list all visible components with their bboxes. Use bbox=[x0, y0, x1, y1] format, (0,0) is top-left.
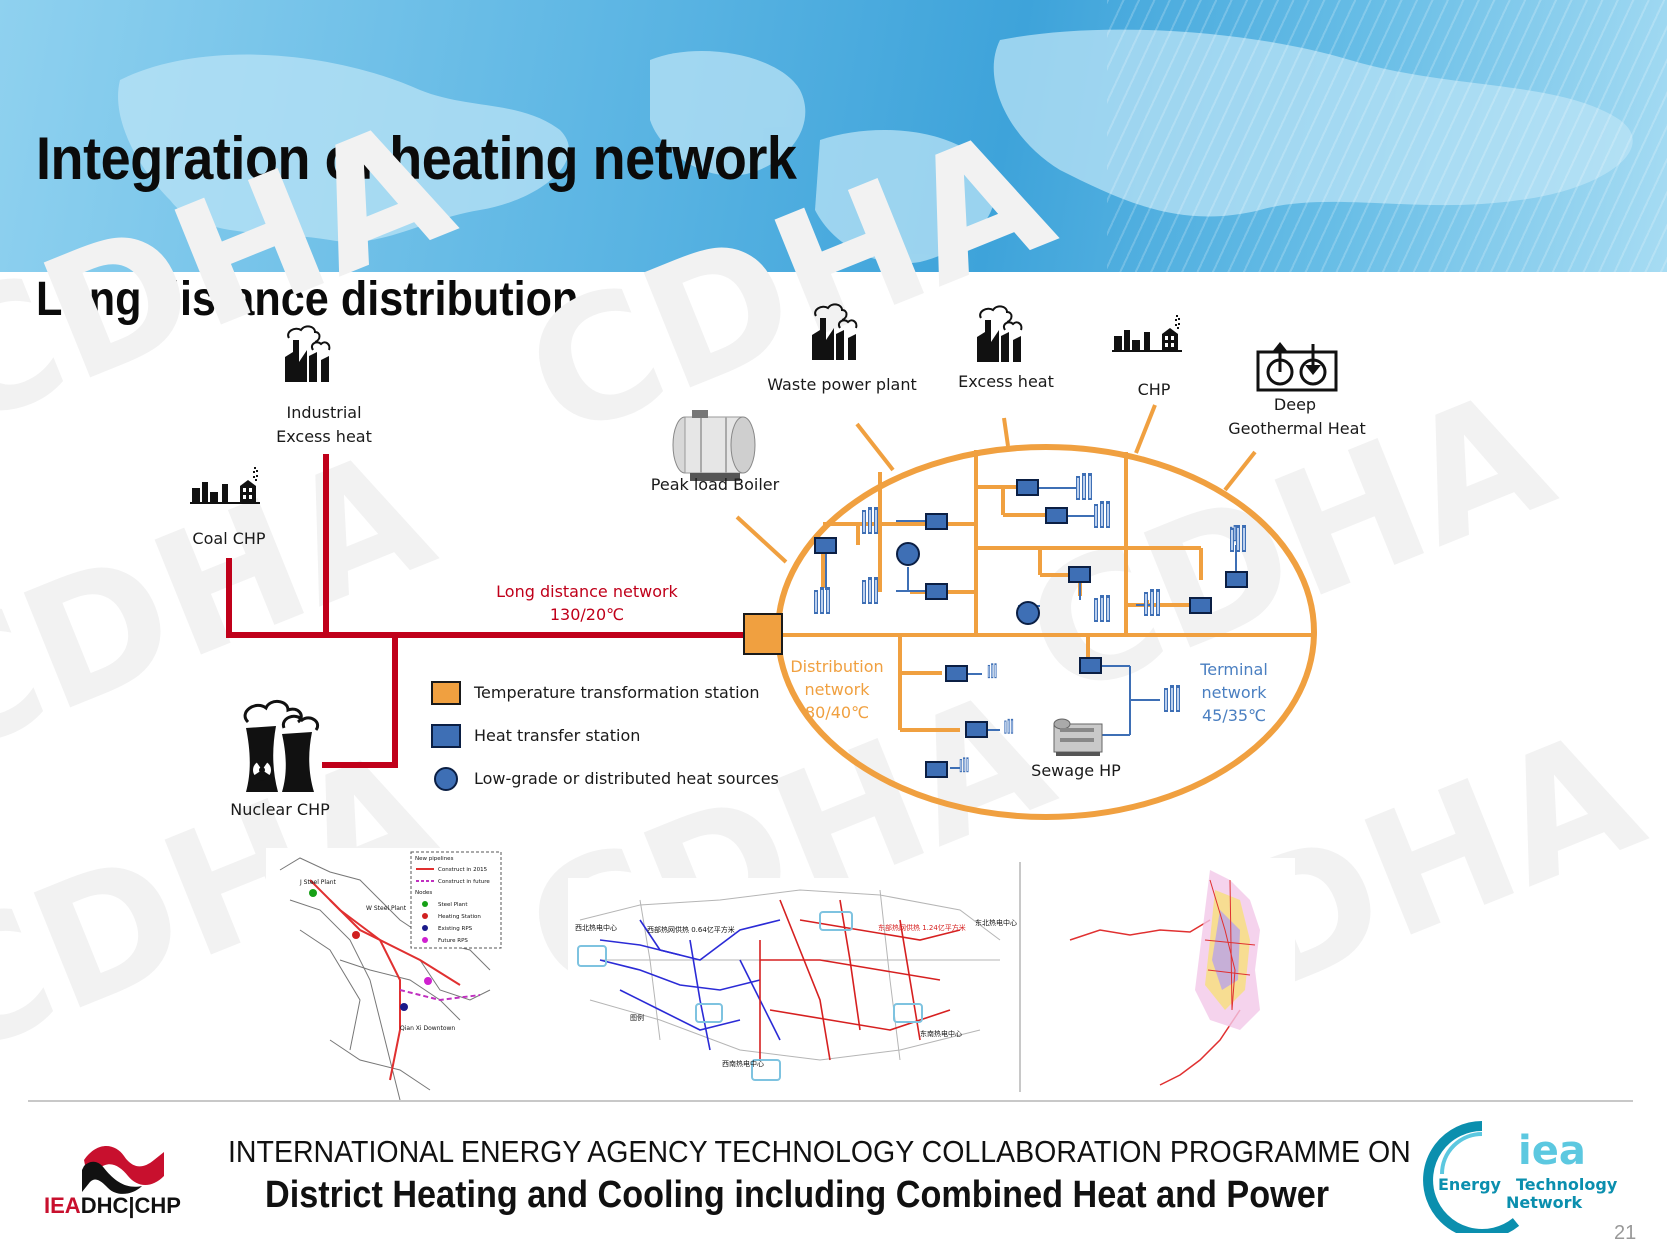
heat-transfer-station bbox=[1225, 571, 1248, 588]
geothermal-heat-label: Geothermal Heat bbox=[1228, 419, 1365, 438]
map2-label: 西北热电中心 bbox=[575, 923, 617, 932]
nuclear-chp-label: Nuclear CHP bbox=[230, 800, 330, 819]
map1-place-label: Qian Xi Downtown bbox=[400, 1025, 455, 1032]
iea-logo-name: iea bbox=[1518, 1128, 1586, 1174]
chp-label: CHP bbox=[1138, 380, 1171, 399]
terminal-label: Terminal bbox=[1199, 660, 1268, 679]
legend-label-heat-transfer: Heat transfer station bbox=[474, 726, 640, 745]
peak-load-boiler-icon bbox=[672, 410, 756, 481]
iea-dhc-chp-logo-icon bbox=[82, 1146, 164, 1194]
legend-label-low-grade: Low-grade or distributed heat sources bbox=[474, 769, 779, 788]
map-thumbnail-2: 西部热网供热 0.64亿平方米 东部热网供热 1.24亿平方米 西北热电中心 东… bbox=[568, 878, 1017, 1086]
heat-transfer-station bbox=[1016, 479, 1039, 496]
heat-transfer-station bbox=[1068, 566, 1091, 583]
excess-heat-label: Excess heat bbox=[276, 427, 372, 446]
footer-programme-subtitle: District Heating and Cooling including C… bbox=[265, 1174, 1330, 1216]
map1-nodes-title: Nodes bbox=[415, 890, 432, 896]
heat-transfer-station bbox=[1045, 507, 1068, 524]
heat-transfer-station bbox=[945, 665, 968, 682]
map2-label: 东北热电中心 bbox=[975, 918, 1017, 927]
legend-orange-square bbox=[431, 681, 461, 705]
sewage-hp-icon bbox=[1053, 718, 1103, 756]
map1-legend-item: Construct in 2015 bbox=[438, 867, 488, 873]
heat-transfer-station bbox=[965, 721, 988, 738]
map-thumbnail-1: J Steel Plant W Steel Plant Qian Xi Down… bbox=[266, 848, 504, 1106]
source-connectors bbox=[735, 404, 1257, 564]
footer-divider bbox=[28, 1100, 1633, 1102]
deep-geothermal-icon bbox=[1256, 342, 1338, 392]
map1-place-label: J Steel Plant bbox=[299, 879, 337, 886]
long-distance-pipeline bbox=[226, 454, 748, 768]
page-number: 21 bbox=[1614, 1222, 1637, 1244]
logo-iea-red: IEA bbox=[44, 1193, 81, 1218]
iea-logo-technology: Technology bbox=[1516, 1175, 1618, 1194]
map-node bbox=[309, 889, 317, 897]
header-banner bbox=[0, 0, 1667, 272]
legend-blue-circle bbox=[434, 767, 458, 791]
temperature-transformation-station bbox=[743, 613, 783, 655]
slide-subtitle: Long distance distribution bbox=[36, 273, 579, 326]
footer-programme-title: INTERNATIONAL ENERGY AGENCY TECHNOLOGY C… bbox=[228, 1134, 1411, 1169]
waste-power-plant-label: Waste power plant bbox=[767, 375, 917, 394]
world-map-background bbox=[118, 29, 1633, 264]
nuclear-chp-icon bbox=[243, 700, 319, 792]
network-label: network bbox=[805, 680, 871, 699]
heat-transfer-station bbox=[925, 583, 948, 600]
long-distance-temperature: 130/20℃ bbox=[550, 605, 624, 624]
map2-label: 图例 bbox=[630, 1013, 644, 1022]
diagram-legend: Temperature transformation station Heat … bbox=[431, 681, 779, 791]
header-stripes bbox=[1107, 0, 1667, 272]
map2-label: 西南热电中心 bbox=[722, 1059, 764, 1068]
heat-transfer-station bbox=[1189, 597, 1212, 614]
heat-transfer-station bbox=[1079, 657, 1102, 674]
map-node bbox=[424, 977, 432, 985]
map1-place-label: W Steel Plant bbox=[366, 905, 407, 912]
iea-logo-network: Network bbox=[1506, 1193, 1583, 1212]
legend-label-temperature-station: Temperature transformation station bbox=[473, 683, 759, 702]
map2-label: 东南热电中心 bbox=[920, 1029, 962, 1038]
diagram-labels: Industrial Excess heat Coal CHP Nuclear … bbox=[192, 372, 1365, 819]
heat-transfer-station bbox=[925, 761, 948, 778]
legend-blue-square bbox=[431, 724, 461, 748]
coal-chp-label: Coal CHP bbox=[192, 529, 266, 548]
map1-legend-title: New pipelines bbox=[415, 856, 454, 862]
terminal-temperature: 45/35℃ bbox=[1202, 706, 1266, 725]
distribution-temperature: 80/40℃ bbox=[805, 703, 869, 722]
map1-node-item: Steel Plant bbox=[438, 902, 468, 908]
low-grade-heat-sources bbox=[896, 542, 1040, 625]
low-grade-heat-source bbox=[896, 542, 920, 566]
map1-legend-item: Construct in future bbox=[438, 879, 490, 885]
map1-node-item: Existing RPS bbox=[438, 926, 473, 932]
excess-heat-source-label: Excess heat bbox=[958, 372, 1054, 391]
map2-label: 西部热网供热 0.64亿平方米 bbox=[647, 925, 735, 934]
map-thumbnail-3 bbox=[1055, 858, 1295, 1096]
map1-node-item: Future RPS bbox=[438, 938, 468, 944]
logo-dhc-chp: DHC|CHP bbox=[80, 1193, 181, 1218]
peak-load-boiler-label: Peak load Boiler bbox=[651, 475, 780, 494]
map-node bbox=[352, 931, 360, 939]
iea-dhc-chp-logo-text: IEADHC|CHP bbox=[44, 1193, 181, 1219]
long-distance-network-label: Long distance network bbox=[496, 582, 678, 601]
heat-transfer-station bbox=[925, 513, 948, 530]
distribution-label: Distribution bbox=[790, 657, 883, 676]
iea-logo-energy: Energy bbox=[1438, 1175, 1502, 1194]
slide-title: Integration of heating network bbox=[36, 125, 797, 192]
map-node bbox=[400, 1003, 408, 1011]
map1-node-item: Heating Station bbox=[438, 914, 481, 920]
industrial-label: Industrial bbox=[286, 403, 361, 422]
low-grade-heat-source bbox=[1016, 601, 1040, 625]
terminal-network-label: network bbox=[1202, 683, 1268, 702]
iea-technology-network-logo: iea Energy Technology Network bbox=[1423, 1121, 1618, 1233]
sewage-hp-label: Sewage HP bbox=[1031, 761, 1121, 780]
heat-transfer-stations bbox=[814, 479, 1248, 778]
map2-label: 东部热网供热 1.24亿平方米 bbox=[878, 923, 966, 932]
heat-transfer-station bbox=[814, 537, 837, 554]
deep-label: Deep bbox=[1274, 395, 1316, 414]
